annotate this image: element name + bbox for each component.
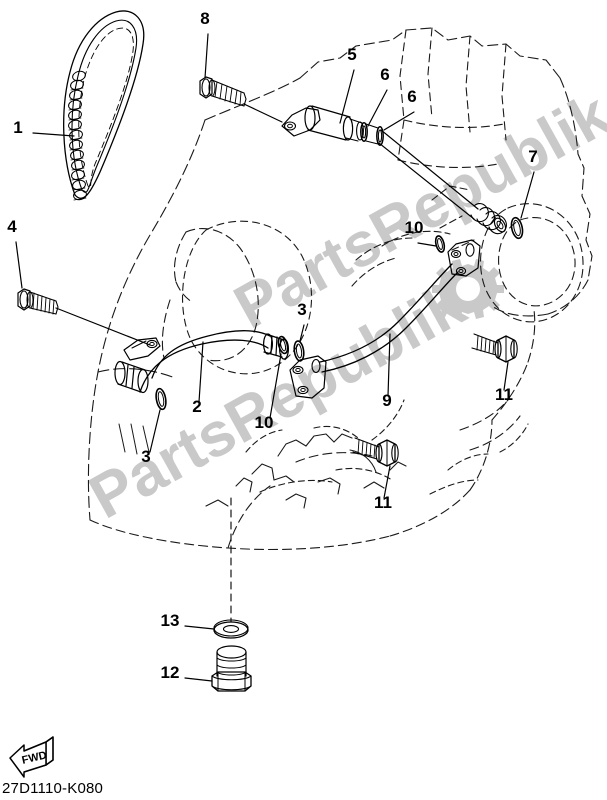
callout-label-3a[interactable]: 3 (297, 300, 306, 319)
callout-label-10b[interactable]: 10 (255, 413, 274, 432)
part-flange-bolt-center (352, 437, 399, 467)
callout-label-4[interactable]: 4 (7, 217, 17, 236)
part-flange-bolt-right (471, 333, 518, 363)
part-oil-pipe-2 (277, 235, 481, 399)
callout-label-9[interactable]: 9 (382, 391, 391, 410)
callout-label-12[interactable]: 12 (161, 663, 180, 682)
leader-lines (15, 33, 535, 682)
part-bolt-pipe-mount (17, 288, 59, 315)
callout-label-13[interactable]: 13 (161, 611, 180, 630)
callout-label-6b[interactable]: 6 (407, 87, 416, 106)
callout-label-2[interactable]: 2 (192, 397, 201, 416)
callout-label-7[interactable]: 7 (528, 147, 537, 166)
part-camshaft-chain (63, 10, 145, 201)
part-number-text: 27D1110-K080 (2, 780, 103, 797)
callout-label-1[interactable]: 1 (13, 118, 22, 137)
callout-label-11b[interactable]: 11 (374, 493, 392, 512)
gear-icon (432, 259, 504, 319)
callout-label-6a[interactable]: 6 (380, 65, 389, 84)
fwd-label: FWD (21, 749, 48, 766)
callout-label-10a[interactable]: 10 (405, 218, 424, 237)
callout-label-8[interactable]: 8 (200, 9, 209, 28)
part-oil-delivery-pipe (281, 105, 524, 240)
part-bolt-upper (199, 76, 247, 107)
callout-label-5[interactable]: 5 (347, 45, 356, 64)
part-drain-bolt (211, 645, 252, 692)
callout-label-3b[interactable]: 3 (141, 447, 150, 466)
callout-label-11a[interactable]: 11 (495, 385, 513, 404)
fwd-arrow-icon: FWD (9, 736, 54, 778)
